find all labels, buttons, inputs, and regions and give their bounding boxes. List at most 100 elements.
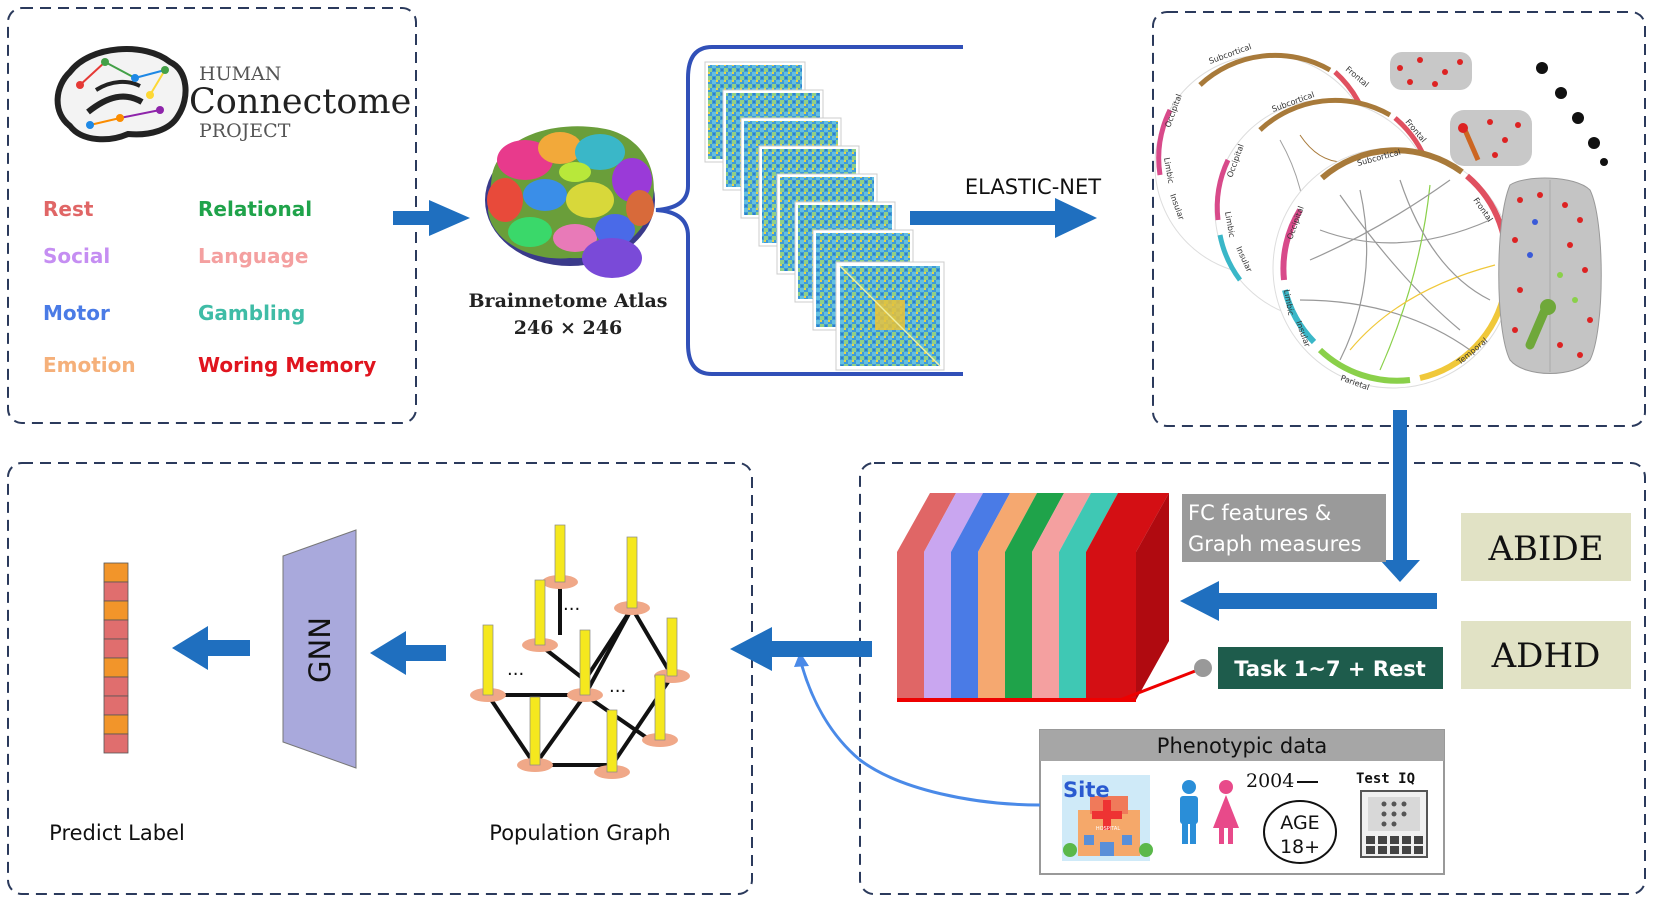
gnn-panel <box>7 462 753 895</box>
logo-project: PROJECT <box>199 120 291 142</box>
phenotypic-arrow-head <box>794 652 809 667</box>
female-icon <box>1213 780 1239 844</box>
hcp-logo: HUMAN Connectome PROJECT <box>54 46 411 143</box>
dataset-adhd-box <box>1461 621 1631 689</box>
phenotypic-box: Phenotypic data HOSPITAL Site <box>1039 729 1445 875</box>
phenotypic-to-graph-arrow <box>800 665 1041 807</box>
logo-connectome: Connectome <box>189 82 411 122</box>
task-working-memory: Woring Memory <box>198 353 376 377</box>
graph-node-1 <box>542 524 578 589</box>
graph-node-7 <box>642 674 678 747</box>
circos-front-limbic: Limbic <box>1282 289 1295 316</box>
task-relational: Relational <box>198 197 312 221</box>
arrow-hcp-to-atlas <box>393 200 470 236</box>
graph-node-2 <box>614 536 650 615</box>
circos-front: Subcortical Frontal Occipital Limbic Ins… <box>1272 147 1514 392</box>
birth-year: 2004 <box>1246 770 1294 792</box>
male-icon <box>1180 780 1198 844</box>
task-rest: Rest <box>43 197 94 221</box>
circos-plots: Subcortical Frontal Occipital Limbic Ins… <box>1154 42 1608 392</box>
dataset-abide: ABIDE <box>1487 529 1603 569</box>
dataset-abide-box <box>1461 513 1631 581</box>
arrow-gnn-to-predict <box>172 626 250 670</box>
feature-slice-social <box>924 552 951 700</box>
logo-human: HUMAN <box>199 63 281 85</box>
connectivity-matrix-stack <box>704 61 945 371</box>
predict-column <box>103 562 129 754</box>
feature-slice-motor <box>951 552 978 700</box>
task-pointer-line <box>1119 666 1204 702</box>
gnn-label: GNN <box>303 617 337 683</box>
arrow-into-features <box>1180 581 1437 621</box>
matrix-brace <box>655 45 963 376</box>
task-gambling: Gambling <box>198 301 305 325</box>
feature-slice-rest <box>897 552 924 700</box>
brainnetome-brain <box>485 126 655 278</box>
hospital-sign: HOSPITAL <box>1096 826 1120 832</box>
task-list: Rest Relational Social Language Motor Ga… <box>43 197 376 377</box>
feature-block <box>897 493 1169 702</box>
elastic-net-label: ELASTIC-NET <box>965 175 1101 199</box>
task-emotion: Emotion <box>43 353 136 377</box>
site-label: Site <box>1063 778 1110 802</box>
hospital-icon: HOSPITAL <box>1062 775 1153 861</box>
circos-mid-limbic: Limbic <box>1223 211 1236 238</box>
task-motor: Motor <box>43 301 110 325</box>
brain-network-icon <box>54 46 189 143</box>
dataset-adhd: ADHD <box>1491 636 1601 676</box>
predict-cell-9 <box>103 733 129 754</box>
predict-cell-2 <box>103 600 129 621</box>
predict-cell-7 <box>103 695 129 716</box>
phenotypic-title: Phenotypic data <box>1157 734 1327 758</box>
fc-features-box <box>1182 494 1386 562</box>
task-label-box <box>1218 647 1443 689</box>
glass-brain-mid <box>1450 110 1532 166</box>
matrix-7 <box>835 261 945 371</box>
graph-ellipsis-1: ... <box>563 594 580 615</box>
graph-node-5 <box>470 624 506 702</box>
arrow-graph-to-gnn <box>370 631 446 675</box>
arrow-circos-down <box>1380 410 1420 582</box>
predict-cell-0 <box>103 562 129 583</box>
gnn-block <box>282 529 357 769</box>
task-social: Social <box>43 244 110 268</box>
predict-cell-3 <box>103 619 129 640</box>
task-language: Language <box>198 244 308 268</box>
graph-node-6 <box>567 629 603 702</box>
population-graph: ... ... ... <box>470 524 690 779</box>
elastic-net-arrow <box>910 198 1097 238</box>
graph-node-3 <box>522 579 558 652</box>
fc-features-line1: FC features & <box>1188 501 1331 525</box>
predict-cell-4 <box>103 638 129 659</box>
graph-node-9 <box>594 709 630 779</box>
task-pointer-dot <box>1194 659 1212 677</box>
arrow-features-to-graph <box>730 627 872 671</box>
glass-brain-main <box>1498 177 1602 374</box>
age-value: 18+ <box>1280 836 1320 858</box>
population-graph-label: Population Graph <box>489 821 670 845</box>
predict-cell-1 <box>103 581 129 602</box>
graph-node-8 <box>517 696 553 772</box>
predict-label: Predict Label <box>49 821 185 845</box>
graph-ellipsis-2: ... <box>507 659 524 680</box>
feature-slice-emotion <box>978 552 1005 700</box>
graph-ellipsis-3: ... <box>609 676 626 697</box>
feature-slice-gambling <box>1059 552 1086 700</box>
predict-cell-5 <box>103 657 129 678</box>
graph-node-4 <box>654 617 690 683</box>
more-dots <box>1536 62 1608 166</box>
predict-cell-8 <box>103 714 129 735</box>
feature-slice-language <box>1032 552 1059 700</box>
circos-back-limbic: Limbic <box>1162 157 1175 184</box>
predict-cell-6 <box>103 676 129 697</box>
glass-brain-top <box>1390 52 1472 90</box>
task-label: Task 1~7 + Rest <box>1234 657 1426 681</box>
feature-slice-wm <box>1086 552 1136 700</box>
test-iq-label: Test IQ <box>1356 771 1415 787</box>
feature-slice-relational <box>1005 552 1032 700</box>
iq-test-icon <box>1360 790 1428 858</box>
atlas-title: Brainnetome Atlas <box>469 290 668 312</box>
age-circle <box>1263 800 1337 864</box>
atlas-size: 246 × 246 <box>514 317 622 339</box>
